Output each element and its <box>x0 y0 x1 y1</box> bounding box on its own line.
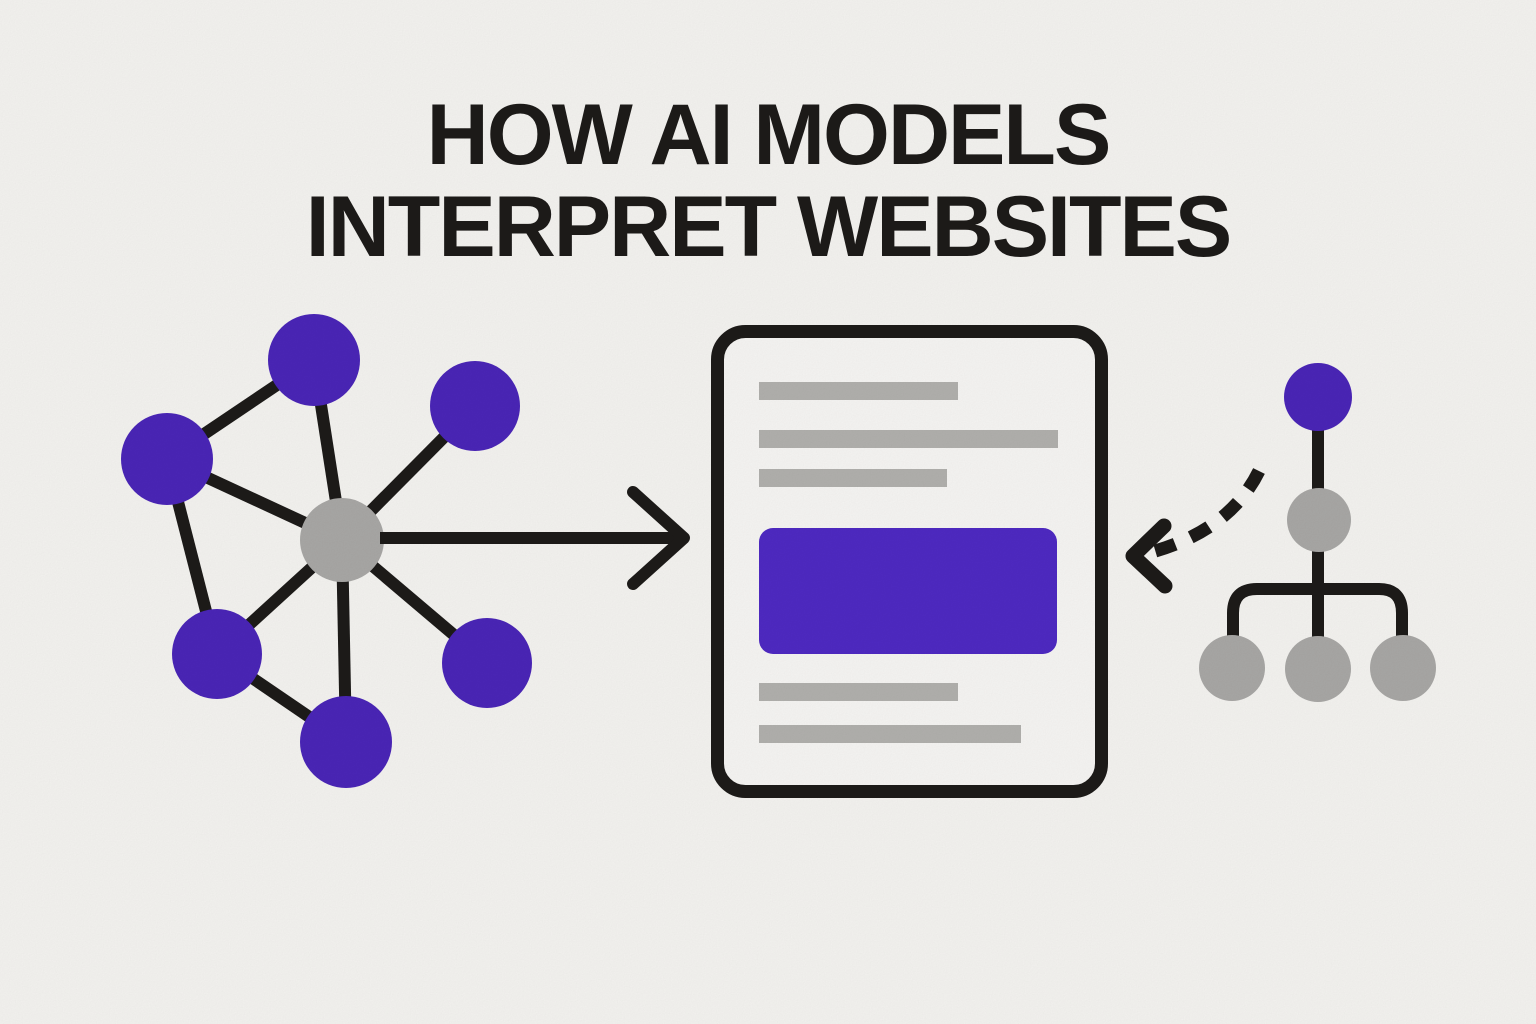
dashed-arrow-curve <box>1150 468 1265 559</box>
highlight-block <box>759 528 1057 654</box>
tree-leaf-node <box>1370 635 1436 701</box>
webpage-document-icon <box>711 325 1108 798</box>
dashed-curved-arrow <box>1125 468 1265 594</box>
graph-node-purple <box>442 618 532 708</box>
text-line-bar <box>759 725 1021 743</box>
website-link-graph-icon <box>121 314 532 788</box>
right-arrow <box>380 486 690 590</box>
text-line-bar <box>759 469 947 487</box>
tree-leaf-node <box>1285 636 1351 702</box>
graph-node-purple <box>172 609 262 699</box>
dom-hierarchy-tree-icon <box>1199 363 1436 702</box>
tree-leaf-node <box>1199 635 1265 701</box>
graph-node-purple <box>121 413 213 505</box>
graph-node-purple <box>268 314 360 406</box>
tree-root-node <box>1284 363 1352 431</box>
text-line-bar <box>759 430 1058 448</box>
tree-mid-node <box>1287 488 1351 552</box>
graph-node-purple <box>430 361 520 451</box>
text-line-bar <box>759 683 958 701</box>
text-line-bar <box>759 382 958 400</box>
graph-node-purple <box>300 696 392 788</box>
graph-hub-node <box>300 498 384 582</box>
